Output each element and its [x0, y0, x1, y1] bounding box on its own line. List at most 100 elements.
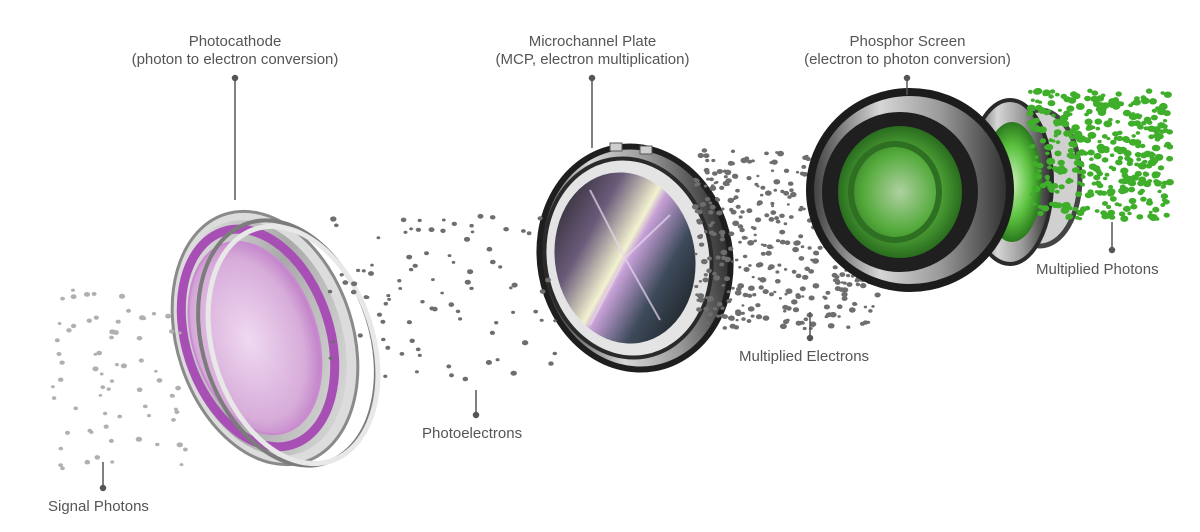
photoelectron-dot	[417, 218, 422, 223]
electron-particle	[775, 239, 781, 243]
electron-particle	[738, 215, 743, 219]
electron-particle	[823, 304, 831, 310]
electron-particle	[709, 177, 714, 182]
electron-particle	[782, 304, 789, 310]
photon-particle	[1157, 165, 1165, 171]
photon-particle	[1103, 120, 1113, 128]
photon-particle	[1140, 196, 1147, 202]
signal-photon-dot	[84, 459, 91, 465]
photoelectron-dot	[386, 294, 391, 298]
signal-photon-dot	[177, 331, 182, 335]
electron-particle	[760, 185, 766, 190]
signal-photon-dot	[106, 387, 111, 391]
photon-particle	[1147, 125, 1156, 132]
electron-particle	[755, 314, 763, 320]
photon-particle	[1109, 153, 1115, 157]
photon-particle	[1115, 91, 1122, 97]
electron-particle	[709, 204, 716, 210]
electron-particle	[694, 252, 698, 256]
photon-particle	[1030, 98, 1035, 102]
electron-particle	[726, 183, 730, 186]
photon-particle	[1077, 135, 1087, 143]
photoelectron-dot	[446, 364, 452, 369]
photoelectron-dot	[376, 236, 381, 240]
photon-particle	[1036, 169, 1042, 173]
electron-particle	[824, 315, 829, 319]
photoelectron-dot	[477, 213, 484, 219]
photon-particle	[1095, 126, 1101, 131]
photon-particle	[1039, 138, 1047, 144]
electron-particle	[801, 295, 805, 298]
signal-photon-dot	[59, 360, 65, 365]
photon-particle	[1163, 91, 1172, 98]
electron-particle	[719, 185, 725, 190]
electron-particle	[734, 258, 739, 262]
photoelectron-dot	[495, 358, 500, 362]
signal-photon-dot	[70, 323, 77, 329]
electron-particle	[759, 193, 764, 197]
electron-particle	[702, 277, 709, 283]
signal-photon-dot	[171, 418, 176, 422]
photoelectron-dot	[464, 279, 471, 285]
electron-particle	[719, 262, 725, 267]
photon-particle	[1107, 209, 1116, 216]
photoelectron-dot	[539, 318, 544, 322]
electron-particle	[704, 197, 711, 202]
photon-particle	[1095, 168, 1102, 174]
photoelectron-dot	[467, 269, 474, 275]
electron-particle	[852, 301, 857, 306]
photon-particle	[1066, 105, 1075, 112]
photon-particle	[1140, 143, 1146, 149]
photon-particle	[1117, 155, 1124, 161]
electron-particle	[757, 277, 761, 281]
electron-particle	[706, 268, 712, 274]
electron-particle	[707, 256, 712, 261]
photon-particle	[1084, 112, 1089, 117]
photon-particle	[1045, 177, 1050, 181]
electron-particle	[785, 288, 793, 295]
electron-particle	[777, 263, 782, 267]
photoelectron-dot	[545, 277, 551, 283]
photon-particle	[1160, 203, 1166, 207]
electron-particle	[728, 231, 735, 237]
photoelectron-dot	[447, 254, 452, 258]
signal-photon-dot	[165, 313, 172, 319]
electron-particle	[729, 207, 734, 212]
signal-photons-label: Signal Photons	[48, 498, 149, 515]
electron-particle	[804, 266, 810, 271]
photon-particle	[1048, 94, 1054, 99]
signal-photon-dot	[155, 442, 160, 447]
photon-particle	[1140, 97, 1150, 105]
electron-particle	[787, 195, 792, 199]
electron-particle	[786, 203, 790, 206]
multiplied-photons-cloud	[1026, 87, 1174, 222]
multiplied-photons-label: Multiplied Photons	[1036, 261, 1159, 278]
electron-particle	[740, 311, 745, 315]
electron-particle	[817, 245, 823, 250]
photoelectron-dot	[406, 320, 412, 325]
photon-particle	[1091, 90, 1099, 96]
signal-photon-dot	[60, 466, 65, 471]
signal-photon-dot	[58, 463, 63, 467]
electron-particle	[698, 280, 703, 283]
photon-particle	[1080, 182, 1085, 187]
photon-particle	[1146, 120, 1153, 125]
photoelectron-dot	[455, 309, 461, 314]
electron-particle	[836, 304, 843, 310]
photon-particle	[1139, 188, 1145, 194]
electron-particle	[862, 320, 869, 325]
photon-particle	[1131, 134, 1136, 138]
photoelectron-dot	[440, 291, 444, 295]
electron-particle	[841, 296, 848, 301]
electron-particle	[791, 269, 797, 274]
photoelectron-dot	[498, 265, 503, 269]
photon-particle	[1121, 172, 1129, 179]
electron-particle	[744, 156, 750, 161]
photon-particle	[1073, 135, 1079, 140]
photon-particle	[1104, 172, 1110, 177]
photon-particle	[1087, 88, 1093, 94]
electron-particle	[723, 175, 728, 179]
photon-particle	[1052, 166, 1058, 171]
electron-particle	[841, 287, 849, 293]
photon-particle	[1048, 187, 1055, 193]
